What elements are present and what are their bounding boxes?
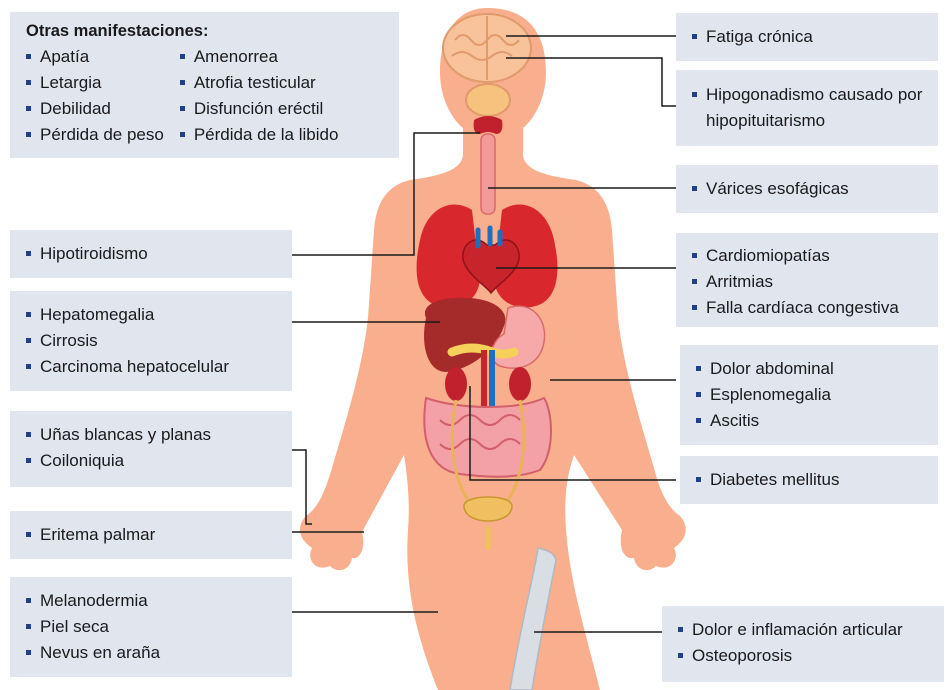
callout-liver: Hepatomegalia Cirrosis Carcinoma hepatoc… <box>10 291 292 391</box>
list-item: Apatía <box>26 44 164 70</box>
callout-cardio: Cardiomiopatías Arritmias Falla cardíaca… <box>676 233 938 327</box>
other-manifestations-col2: Amenorrea Atrofia testicular Disfunción … <box>180 44 339 148</box>
list-item: Disfunción eréctil <box>180 96 339 122</box>
urethra-shape <box>485 526 491 550</box>
list-item: Dolor abdominal <box>696 356 926 382</box>
callout-varices: Várices esofágicas <box>676 165 938 213</box>
callout-nails: Uñas blancas y planas Coiloniquia <box>10 411 292 487</box>
left-kidney-shape <box>445 367 467 401</box>
list-item: Falla cardíaca congestiva <box>692 295 926 321</box>
right-kidney-shape <box>509 367 531 401</box>
list-item: Carcinoma hepatocelular <box>26 354 280 380</box>
list-item: Fatiga crónica <box>692 24 926 50</box>
list-item: Letargia <box>26 70 164 96</box>
list-item: Debilidad <box>26 96 164 122</box>
callout-joint: Dolor e inflamación articular Osteoporos… <box>662 606 944 682</box>
thyroid-shape <box>474 116 503 134</box>
list-item: Hipotiroidismo <box>26 241 280 267</box>
callout-erythema: Eritema palmar <box>10 511 292 559</box>
list-item: Nevus en araña <box>26 640 280 666</box>
list-item: Melanodermia <box>26 588 280 614</box>
brainstem-shape <box>466 84 510 116</box>
list-item: Ascitis <box>696 408 926 434</box>
callout-skin: Melanodermia Piel seca Nevus en araña <box>10 577 292 677</box>
list-item: Pérdida de la libido <box>180 122 339 148</box>
list-item: Uñas blancas y planas <box>26 422 280 448</box>
list-item: Osteoporosis <box>678 643 938 669</box>
callout-other-manifestations: Otras manifestaciones: Apatía Letargia D… <box>10 12 399 158</box>
list-item: Eritema palmar <box>26 522 280 548</box>
list-item: Coiloniquia <box>26 448 280 474</box>
list-item: Diabetes mellitus <box>696 467 926 493</box>
list-item: Várices esofágicas <box>692 176 926 202</box>
list-item: Amenorrea <box>180 44 339 70</box>
list-item: Pérdida de peso <box>26 122 164 148</box>
callout-hypogonadism: Hipogonadismo causado por hipopituitaris… <box>676 70 938 146</box>
list-item: Esplenomegalia <box>696 382 926 408</box>
list-item: Cardiomiopatías <box>692 243 926 269</box>
callout-abdomen: Dolor abdominal Esplenomegalia Ascitis <box>680 345 938 445</box>
line-nails <box>292 450 312 524</box>
callout-fatigue: Fatiga crónica <box>676 13 938 61</box>
list-item: Hipogonadismo causado por hipopituitaris… <box>692 82 926 134</box>
list-item: Arritmias <box>692 269 926 295</box>
other-manifestations-col1: Apatía Letargia Debilidad Pérdida de pes… <box>26 44 164 148</box>
other-manifestations-title: Otras manifestaciones: <box>26 20 387 42</box>
list-item: Dolor e inflamación articular <box>678 617 938 643</box>
list-item: Piel seca <box>26 614 280 640</box>
bladder-shape <box>464 497 512 521</box>
trachea-shape <box>481 134 495 214</box>
list-item: Hepatomegalia <box>26 302 280 328</box>
intestines-shape <box>424 398 551 477</box>
callout-hypothyroid: Hipotiroidismo <box>10 230 292 278</box>
callout-diabetes: Diabetes mellitus <box>680 456 938 504</box>
list-item: Atrofia testicular <box>180 70 339 96</box>
list-item: Cirrosis <box>26 328 280 354</box>
